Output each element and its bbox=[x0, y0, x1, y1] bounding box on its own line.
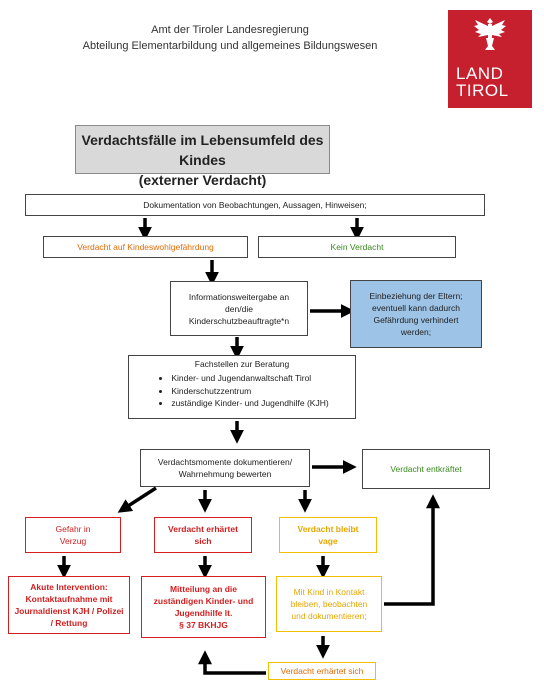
fachstellen-item-kjh: zuständige Kinder- und Jugendhilfe (KJH) bbox=[171, 397, 328, 410]
box-eltern: Einbeziehung der Eltern; eventuell kann … bbox=[350, 280, 482, 348]
arrow-kontakt-entkraeftet bbox=[384, 494, 440, 606]
fachstellen-title: Fachstellen zur Beratung bbox=[194, 359, 290, 369]
title-line-2: (externer Verdacht) bbox=[138, 172, 267, 188]
kontakt-line-3: und dokumentieren; bbox=[291, 611, 367, 621]
akut-line-1: Akute Intervention: bbox=[30, 582, 108, 592]
box-mitteilung: Mitteilung an die zuständigen Kinder- un… bbox=[141, 576, 266, 638]
box-verdacht-vage: Verdacht bleibt vage bbox=[279, 517, 377, 553]
logo-line-1: LAND bbox=[456, 64, 504, 83]
header: Amt der Tiroler Landesregierung Abteilun… bbox=[40, 22, 420, 54]
header-line-2: Abteilung Elementarbildung und allgemein… bbox=[82, 40, 378, 52]
info-line-3: Kinderschutzbeauftragte*n bbox=[188, 315, 290, 326]
page-title: Verdachtsfälle im Lebensumfeld des Kinde… bbox=[75, 125, 330, 188]
mitteilung-line-3: Jugendhilfe lt. bbox=[174, 608, 233, 618]
entkraeftet-text: Verdacht entkräftet bbox=[390, 464, 462, 474]
kontakt-line-1: Mit Kind in Kontakt bbox=[293, 587, 365, 597]
eltern-line-3: Gefährdung verhindert bbox=[373, 315, 459, 325]
erhaertet-line-2: sich bbox=[194, 536, 212, 546]
fachstellen-item-kija: Kinder- und Jugendanwaltschaft Tirol bbox=[171, 372, 328, 385]
box-verdacht: Verdacht auf Kindeswohlgefährdung bbox=[43, 236, 248, 258]
verdacht-text: Verdacht auf Kindeswohlgefährdung bbox=[77, 242, 214, 252]
box-gefahr-in-verzug: Gefahr in Verzug bbox=[25, 517, 121, 553]
mitteilung-line-1: Mitteilung an die bbox=[169, 584, 238, 594]
eltern-line-2: eventuell kann dadurch bbox=[372, 303, 460, 313]
arrow-erhaertet2-mitteilung bbox=[198, 650, 266, 675]
box-kein-verdacht: Kein Verdacht bbox=[258, 236, 456, 258]
box-fachstellen: Fachstellen zur Beratung Kinder- und Jug… bbox=[128, 355, 356, 419]
vage-line-1: Verdacht bleibt bbox=[297, 524, 359, 534]
box-verdacht-erhaertet: Verdacht erhärtet sich bbox=[154, 517, 252, 553]
kontakt-line-2: bleiben, beobachten bbox=[290, 599, 368, 609]
box-informationsweitergabe: Informationsweitergabe an den/die Kinder… bbox=[170, 281, 308, 336]
kein-verdacht-text: Kein Verdacht bbox=[330, 242, 384, 252]
mitteilung-line-4: § 37 BKHJG bbox=[179, 620, 228, 630]
akut-line-4: / Rettung bbox=[50, 618, 88, 628]
land-tirol-logo: LAND TIROL bbox=[448, 10, 532, 108]
dokumentation-text: Dokumentation von Beobachtungen, Aussage… bbox=[143, 200, 367, 210]
erhaertet2-text: Verdacht erhärtet sich bbox=[280, 666, 364, 676]
header-line-1: Amt der Tiroler Landesregierung bbox=[151, 24, 309, 36]
box-dokumentation: Dokumentation von Beobachtungen, Aussage… bbox=[25, 194, 485, 216]
title-line-1: Verdachtsfälle im Lebensumfeld des Kinde… bbox=[81, 132, 324, 168]
info-line-1: Informationsweitergabe an bbox=[188, 291, 290, 302]
eltern-line-1: Einbeziehung der Eltern; bbox=[369, 291, 463, 301]
erhaertet-line-1: Verdacht erhärtet bbox=[168, 524, 238, 534]
box-verdacht-entkraeftet: Verdacht entkräftet bbox=[362, 449, 490, 489]
vage-line-2: vage bbox=[318, 536, 338, 546]
fachstellen-item-kinderschutzzentrum: Kinderschutzzentrum bbox=[171, 385, 328, 398]
box-kontakt: Mit Kind in Kontakt bleiben, beobachten … bbox=[276, 576, 382, 632]
dokumentieren-line-2: Wahrnehmung bewerten bbox=[178, 469, 272, 479]
arrow-doku-gefahr bbox=[117, 486, 157, 513]
fachstellen-list: Kinder- und Jugendanwaltschaft Tirol Kin… bbox=[155, 372, 328, 410]
box-dokumentieren: Verdachtsmomente dokumentieren/ Wahrnehm… bbox=[140, 449, 310, 487]
box-verdacht-erhaertet-sich: Verdacht erhärtet sich bbox=[268, 662, 376, 680]
box-akute-intervention: Akute Intervention: Kontaktaufnahme mit … bbox=[8, 576, 130, 634]
mitteilung-line-2: zuständigen Kinder- und bbox=[153, 596, 254, 606]
akut-line-3: Journaldienst KJH / Polizei bbox=[14, 606, 124, 616]
logo-line-2: TIROL bbox=[456, 81, 509, 100]
gefahr-line-1: Gefahr in bbox=[55, 524, 91, 534]
gefahr-line-2: Verzug bbox=[59, 536, 87, 546]
dokumentieren-line-1: Verdachtsmomente dokumentieren/ bbox=[157, 457, 293, 467]
akut-line-2: Kontaktaufnahme mit bbox=[25, 594, 113, 604]
info-line-2: den/die bbox=[225, 303, 253, 314]
eagle-icon bbox=[474, 18, 506, 50]
eltern-line-4: werden; bbox=[400, 327, 432, 337]
